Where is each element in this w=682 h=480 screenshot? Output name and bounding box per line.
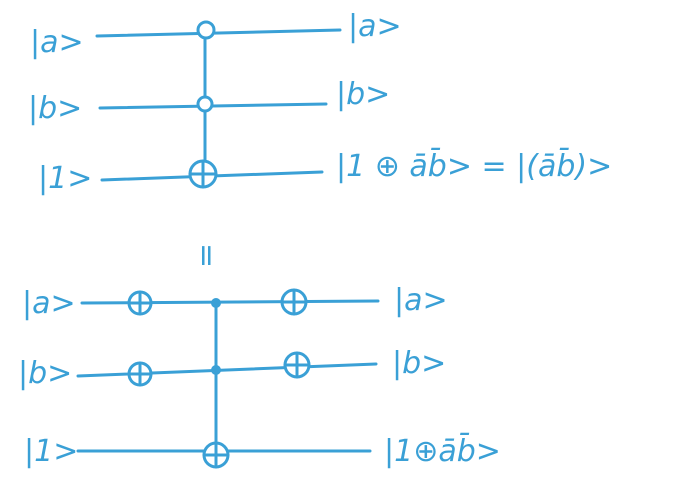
top-input-1: |1> xyxy=(38,161,92,196)
bottom-target-xor xyxy=(202,441,230,469)
bottom-wire-b xyxy=(76,362,378,378)
top-output-a: |a> xyxy=(348,9,402,44)
top-input-b: |b> xyxy=(28,91,82,126)
bottom-filled-control-a xyxy=(211,298,221,308)
bottom-input-a: |a> xyxy=(22,286,76,321)
top-open-control-b xyxy=(196,95,214,113)
top-input-a: |a> xyxy=(30,25,84,60)
top-open-control-a xyxy=(196,20,216,40)
bottom-output-a: |a> xyxy=(394,283,448,318)
bottom-pre-not-b xyxy=(127,361,153,387)
top-wire-a xyxy=(95,28,342,38)
top-target-xor xyxy=(188,159,218,189)
bottom-circuit: |a> |b> |1> xyxy=(18,283,501,469)
bottom-output-1: |1⊕āb̄> xyxy=(384,433,501,469)
bottom-input-b: |b> xyxy=(18,356,72,391)
bottom-filled-control-b xyxy=(211,365,221,375)
bottom-post-not-b xyxy=(283,351,311,379)
bottom-input-1: |1> xyxy=(24,434,78,469)
equals-sign: = xyxy=(189,243,224,268)
top-output-b: |b> xyxy=(336,77,390,112)
bottom-output-b: |b> xyxy=(392,346,446,381)
bottom-post-not-a xyxy=(280,288,308,316)
bottom-pre-not-a xyxy=(127,290,153,316)
bottom-wire-a xyxy=(80,299,380,305)
top-circuit: |a> |b> |1> |a> |b> |1 ⊕ āb̄> = |(āb̄)> xyxy=(28,9,612,196)
top-output-1: |1 ⊕ āb̄> = |(āb̄)> xyxy=(336,148,612,184)
